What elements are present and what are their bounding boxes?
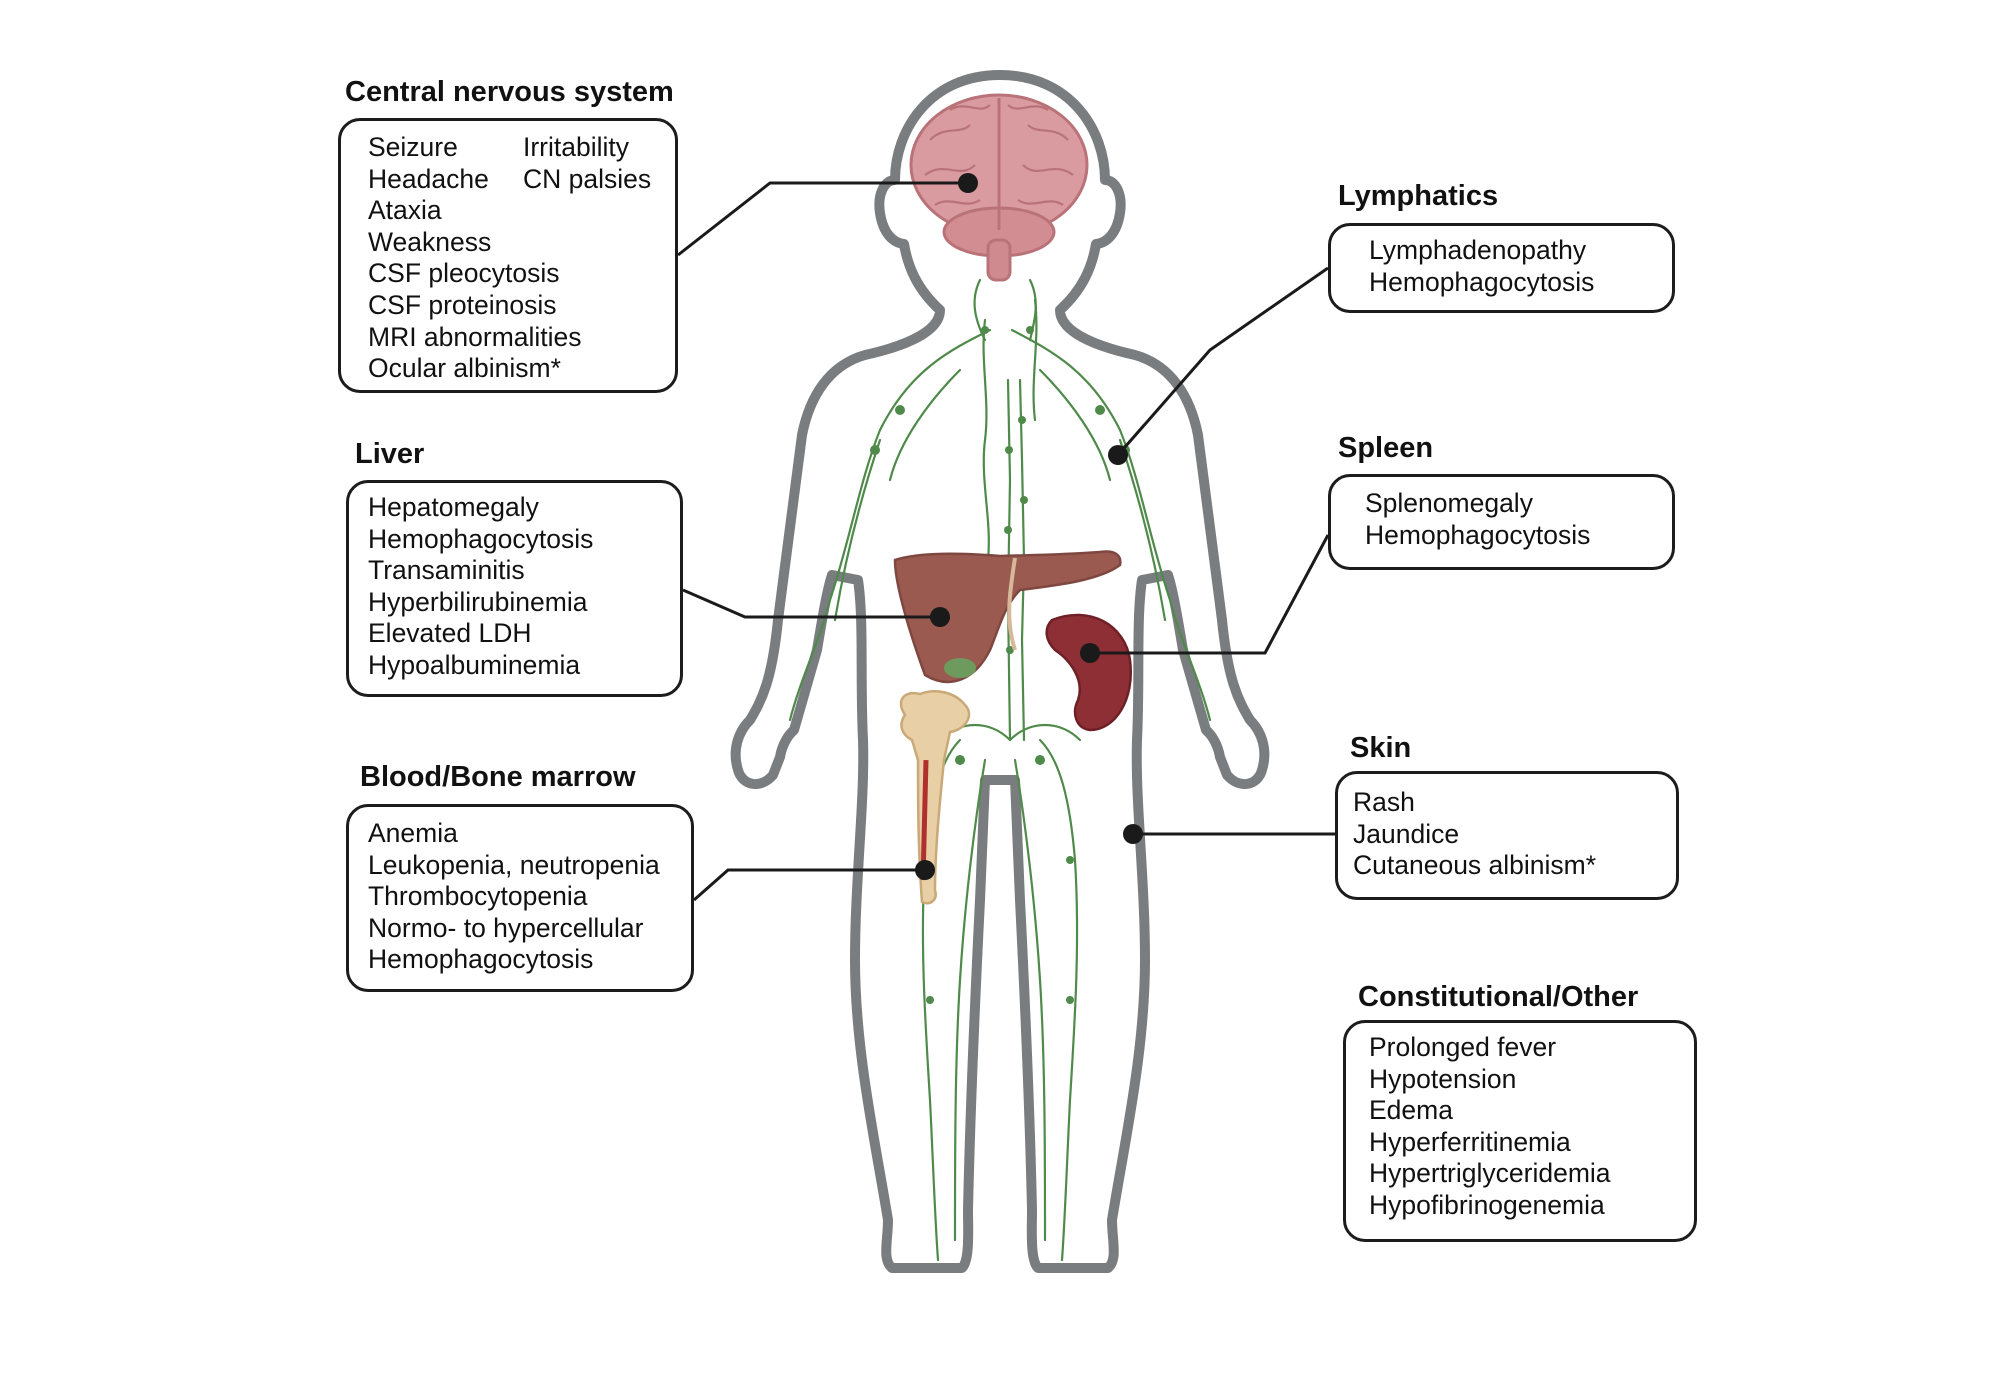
blood-item: Thrombocytopenia bbox=[368, 881, 588, 912]
spleen-box: Splenomegaly Hemophagocytosis bbox=[1328, 474, 1675, 570]
spleen-item: Splenomegaly bbox=[1365, 488, 1533, 518]
constitutional-item: Edema bbox=[1369, 1095, 1453, 1126]
liver-item: Hyperbilirubinemia bbox=[368, 586, 588, 617]
liver-item: Hypoalbuminemia bbox=[368, 649, 581, 680]
spleen-connector bbox=[1090, 534, 1330, 655]
cns-item: Headache bbox=[368, 163, 489, 194]
constitutional-item: Prolonged fever bbox=[1369, 1032, 1557, 1062]
liver-item: Hepatomegaly bbox=[368, 492, 539, 522]
cns-item: Weakness bbox=[368, 226, 492, 257]
skin-list: Rash Jaundice Cutaneous albinism* bbox=[1353, 787, 1596, 882]
cns-box: Seizure Headache Ataxia Weakness CSF ple… bbox=[338, 118, 678, 393]
liver-item: Elevated LDH bbox=[368, 618, 532, 649]
blood-heading: Blood/Bone marrow bbox=[360, 761, 636, 793]
liver-list: Hepatomegaly Hemophagocytosis Transamini… bbox=[368, 492, 593, 682]
cns-item: CSF proteinosis bbox=[368, 289, 557, 320]
constitutional-item: Hypertriglyceridemia bbox=[1369, 1158, 1611, 1189]
blood-connector bbox=[693, 868, 925, 902]
lymphatics-heading: Lymphatics bbox=[1338, 180, 1499, 212]
cns-item: CN palsies bbox=[523, 163, 652, 194]
cns-heading: Central nervous system bbox=[345, 76, 674, 108]
cns-list-col1: Seizure Headache Ataxia Weakness CSF ple… bbox=[368, 132, 582, 385]
skin-item: Jaundice bbox=[1353, 818, 1460, 849]
constitutional-box: Prolonged fever Hypotension Edema Hyperf… bbox=[1343, 1020, 1697, 1242]
liver-item: Transaminitis bbox=[368, 555, 525, 586]
skin-item: Cutaneous albinism* bbox=[1353, 850, 1597, 881]
constitutional-item: Hyperferritinemia bbox=[1369, 1126, 1571, 1157]
body-outline bbox=[730, 70, 1270, 1273]
lymphatics-item: Hemophagocytosis bbox=[1369, 266, 1595, 297]
constitutional-heading: Constitutional/Other bbox=[1358, 981, 1639, 1013]
blood-box: Anemia Leukopenia, neutropenia Thrombocy… bbox=[346, 804, 694, 992]
femur-bone bbox=[899, 690, 971, 905]
skin-box: Rash Jaundice Cutaneous albinism* bbox=[1335, 771, 1679, 900]
spleen-list: Splenomegaly Hemophagocytosis bbox=[1365, 488, 1590, 551]
blood-item: Leukopenia, neutropenia bbox=[368, 849, 660, 880]
cns-item: Ocular albinism* bbox=[368, 353, 561, 384]
lymphatics-list: Lymphadenopathy Hemophagocytosis bbox=[1369, 235, 1594, 298]
brain bbox=[909, 93, 1089, 282]
cns-item: Ataxia bbox=[368, 195, 442, 226]
blood-item: Normo- to hypercellular bbox=[368, 912, 644, 943]
liver-box: Hepatomegaly Hemophagocytosis Transamini… bbox=[346, 480, 683, 697]
lymphatics-box: Lymphadenopathy Hemophagocytosis bbox=[1328, 223, 1675, 313]
liver-item: Hemophagocytosis bbox=[368, 523, 594, 554]
blood-item: Anemia bbox=[368, 818, 458, 848]
cns-item: MRI abnormalities bbox=[368, 321, 582, 352]
skin-item: Rash bbox=[1353, 787, 1415, 817]
skin-heading: Skin bbox=[1350, 732, 1412, 764]
cns-item: CSF pleocytosis bbox=[368, 258, 560, 289]
cns-item: Seizure bbox=[368, 132, 458, 162]
spleen-heading: Spleen bbox=[1338, 432, 1434, 464]
liver-heading: Liver bbox=[355, 438, 425, 470]
liver bbox=[893, 550, 1122, 684]
cns-connector bbox=[677, 181, 968, 257]
blood-item: Hemophagocytosis bbox=[368, 944, 594, 975]
lymphatics-item: Lymphadenopathy bbox=[1369, 235, 1587, 265]
spleen bbox=[1045, 613, 1133, 732]
cns-item: Irritability bbox=[523, 132, 630, 162]
lymphatics-connector bbox=[1116, 266, 1329, 456]
cns-list-col2: Irritability CN palsies bbox=[523, 132, 651, 195]
connectors bbox=[677, 181, 1335, 902]
liver-connector bbox=[682, 588, 940, 619]
constitutional-item: Hypofibrinogenemia bbox=[1369, 1189, 1605, 1220]
spleen-item: Hemophagocytosis bbox=[1365, 519, 1591, 550]
constitutional-list: Prolonged fever Hypotension Edema Hyperf… bbox=[1369, 1032, 1611, 1222]
connector-dots bbox=[915, 173, 1143, 880]
constitutional-item: Hypotension bbox=[1369, 1063, 1517, 1094]
blood-list: Anemia Leukopenia, neutropenia Thrombocy… bbox=[368, 818, 660, 976]
